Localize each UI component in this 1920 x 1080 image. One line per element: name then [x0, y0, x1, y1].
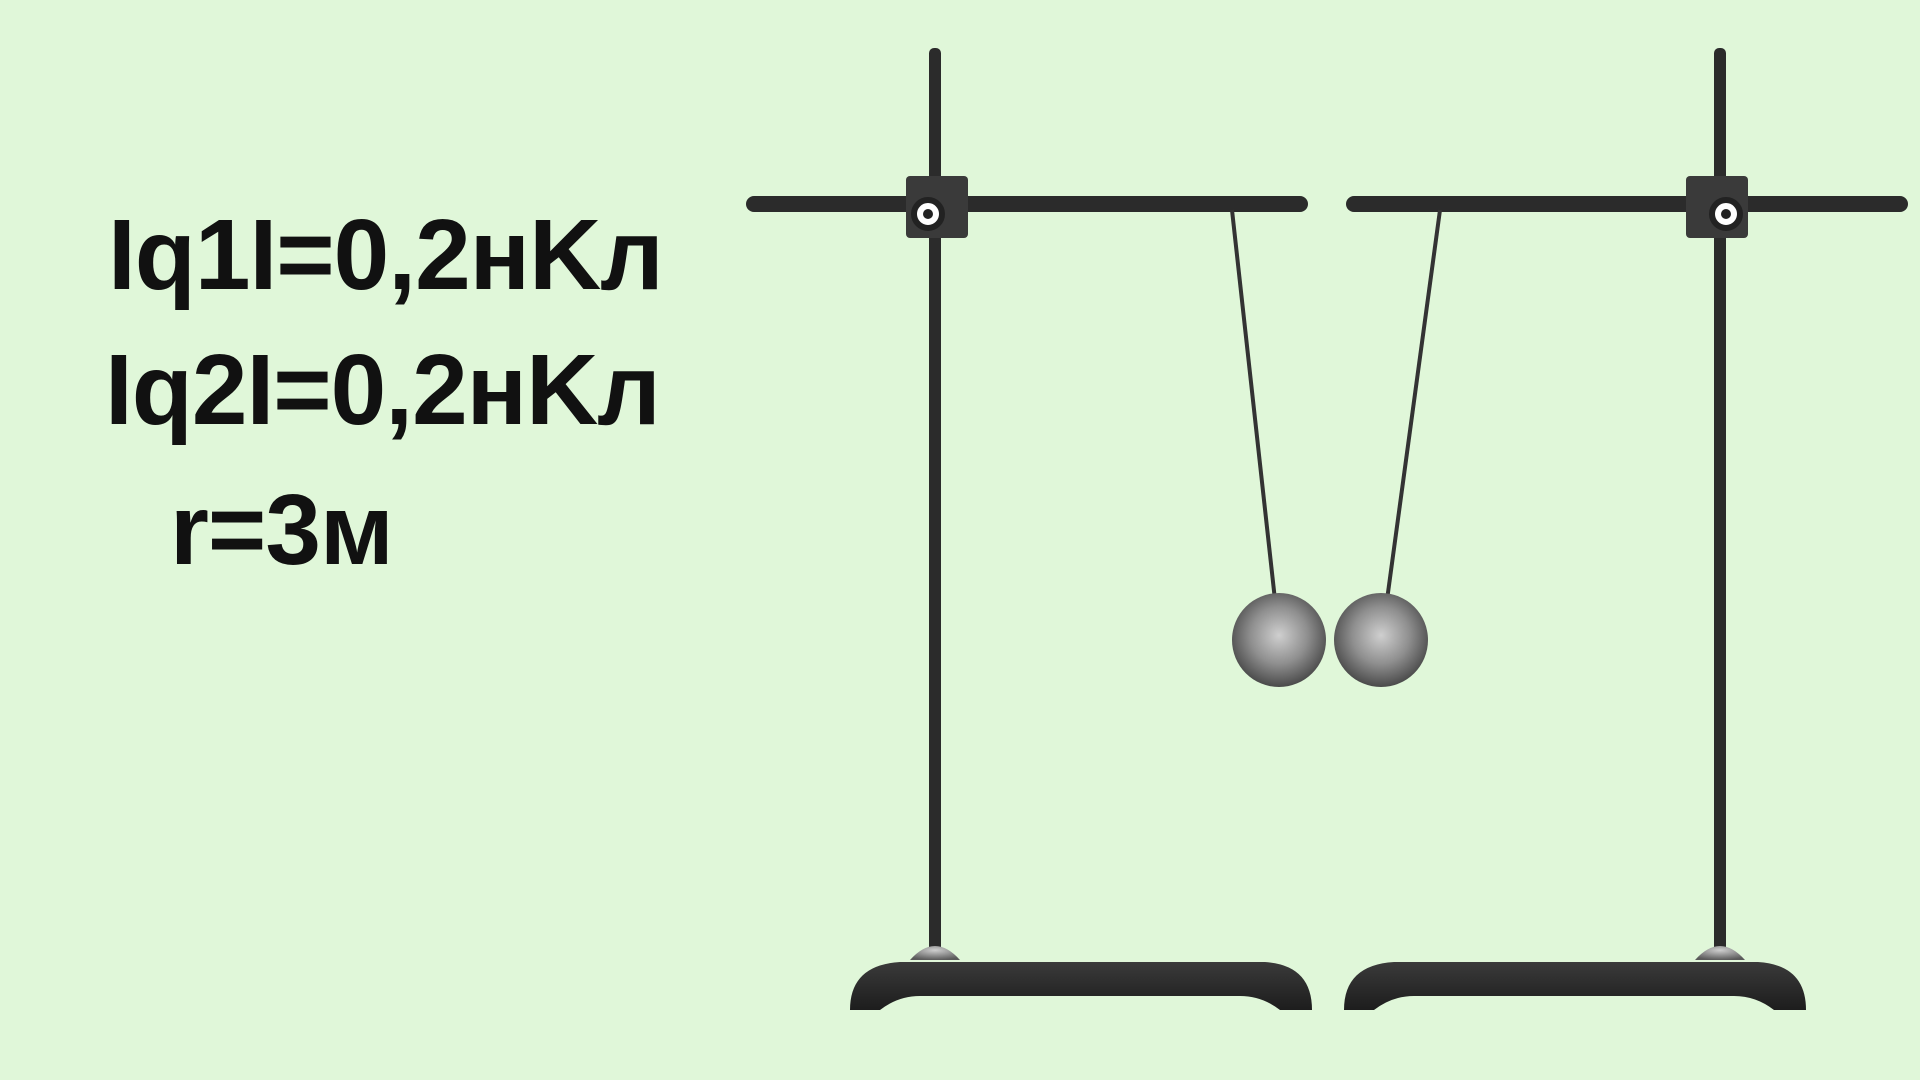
right-stand-rod	[1714, 48, 1726, 960]
left-stand-rod	[929, 48, 941, 960]
right-thread	[1385, 209, 1442, 601]
right-clamp-screw-center	[1721, 209, 1731, 219]
charge-q1-label: Iq1I=0,2нKл	[108, 199, 664, 311]
left-stand	[746, 48, 1312, 1010]
left-charged-ball	[1232, 593, 1326, 687]
left-stand-foot	[910, 946, 960, 960]
right-charged-ball	[1334, 593, 1428, 687]
right-stand	[1344, 48, 1908, 1010]
right-crossbar	[1346, 196, 1908, 212]
charge-q2-label: Iq2I=0,2нKл	[105, 334, 661, 446]
left-clamp-screw-center	[923, 209, 933, 219]
left-thread	[1230, 209, 1277, 601]
left-crossbar	[746, 196, 1308, 212]
distance-r-label: r=3м	[170, 474, 394, 586]
right-stand-base	[1344, 962, 1806, 1010]
given-values: Iq1I=0,2нKл Iq2I=0,2нKл r=3м	[0, 0, 760, 600]
right-stand-foot	[1695, 946, 1745, 960]
left-stand-base	[850, 962, 1312, 1010]
